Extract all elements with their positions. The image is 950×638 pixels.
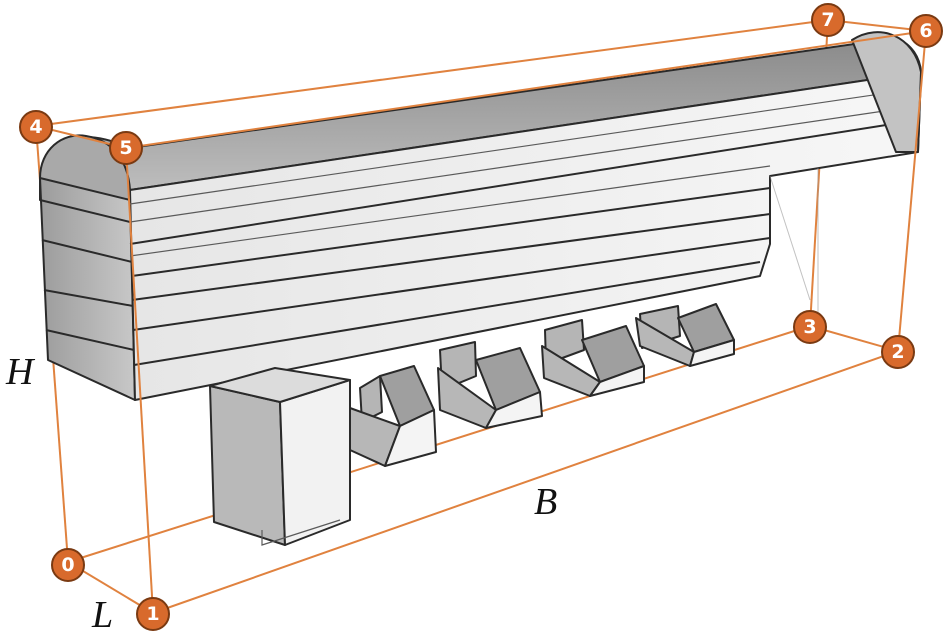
- corner-badge-5: 5: [109, 131, 143, 165]
- dimension-labels: H L B: [5, 351, 557, 636]
- corner-badge-0: 0: [51, 548, 85, 582]
- corner-label: 0: [61, 554, 74, 576]
- edge-5-1: [125, 147, 154, 614]
- edge-2-6: [897, 30, 927, 352]
- hanging-box-1: [349, 365, 437, 467]
- corner-label: 1: [146, 603, 159, 625]
- hanging-box-2: [437, 341, 543, 429]
- band-line: [43, 289, 134, 307]
- band-line: [41, 239, 133, 263]
- hanging-box-3: [541, 319, 645, 397]
- corner-badges: 0 1 2 3 4 5 6 7: [19, 3, 943, 631]
- hanging-box-4: [635, 303, 735, 367]
- hidden-edge: [769, 175, 811, 301]
- band-line: [129, 165, 771, 257]
- band-line: [131, 213, 771, 301]
- corner-label: 4: [29, 116, 42, 138]
- band-line: [129, 87, 922, 205]
- corner-label: 6: [919, 20, 932, 42]
- band-line: [129, 105, 919, 223]
- corner-badge-2: 2: [881, 335, 915, 369]
- band-line: [131, 187, 771, 277]
- edge-5-6: [125, 30, 927, 149]
- corner-label: 2: [891, 341, 904, 363]
- edge-1-2: [152, 350, 899, 614]
- corner-label: 7: [821, 9, 834, 31]
- corner-badge-7: 7: [811, 3, 845, 37]
- band-line: [133, 261, 761, 366]
- tower-top: [209, 367, 351, 403]
- band-line: [129, 119, 919, 245]
- corner-badge-4: 4: [19, 110, 53, 144]
- band-line: [45, 329, 135, 351]
- breadth-label: B: [534, 481, 557, 523]
- corner-badge-3: 3: [793, 310, 827, 344]
- corner-badge-6: 6: [909, 14, 943, 48]
- building-model: [39, 31, 922, 546]
- length-label: L: [91, 594, 113, 636]
- edge-4-7: [35, 19, 829, 127]
- height-label: H: [5, 351, 36, 393]
- tower-side: [209, 385, 286, 546]
- corner-label: 3: [803, 316, 816, 338]
- corner-badge-1: 1: [136, 597, 170, 631]
- corner-label: 5: [119, 137, 132, 159]
- band-line: [132, 237, 771, 331]
- tower-notch: [261, 519, 341, 546]
- band-line: [39, 199, 131, 223]
